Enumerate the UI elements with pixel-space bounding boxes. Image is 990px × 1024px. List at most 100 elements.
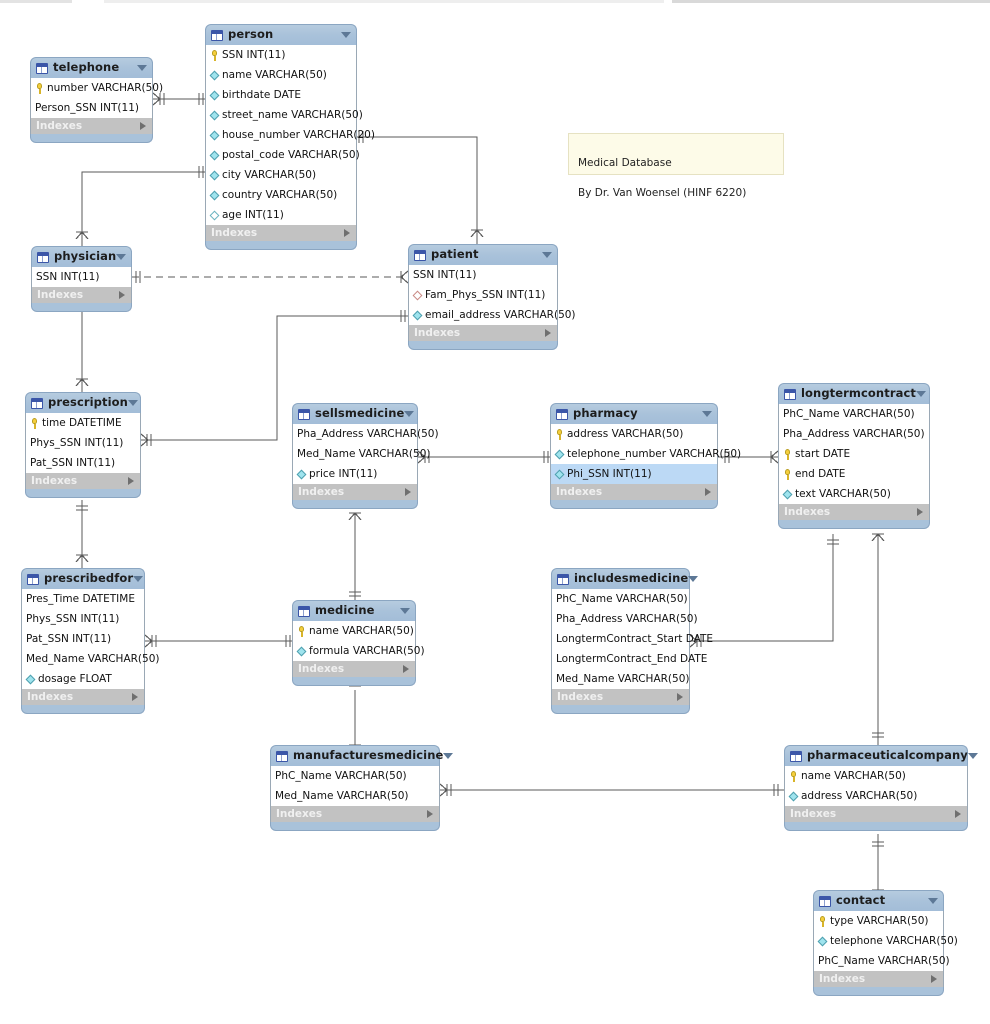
table-row[interactable]: postal_code VARCHAR(50) xyxy=(206,145,360,165)
table-row[interactable]: start DATE xyxy=(779,444,929,464)
indexes-section-person[interactable]: Indexes xyxy=(205,225,357,241)
table-header-includesmedicine[interactable]: includesmedicine xyxy=(551,568,699,589)
indexes-section-prescribedfor[interactable]: Indexes xyxy=(21,689,145,705)
chevron-right-icon[interactable] xyxy=(705,488,711,496)
table-row[interactable]: name VARCHAR(50) xyxy=(206,65,356,85)
chevron-down-icon[interactable] xyxy=(137,65,147,71)
table-row[interactable]: PhC_Name VARCHAR(50) xyxy=(271,766,439,786)
chevron-down-icon[interactable] xyxy=(928,898,938,904)
table-row[interactable]: SSN INT(11) xyxy=(32,267,131,287)
table-row[interactable]: telephone_number VARCHAR(50) xyxy=(551,444,741,464)
table-row[interactable]: SSN INT(11) xyxy=(206,45,356,65)
table-row[interactable]: Med_Name VARCHAR(50) xyxy=(552,669,689,689)
chevron-right-icon[interactable] xyxy=(917,508,923,516)
table-row[interactable]: PhC_Name VARCHAR(50) xyxy=(552,589,689,609)
table-row[interactable]: Phys_SSN INT(11) xyxy=(22,609,144,629)
table-row[interactable]: Fam_Phys_SSN INT(11) xyxy=(409,285,557,305)
table-row[interactable]: birthdate DATE xyxy=(206,85,356,105)
table-row[interactable]: Person_SSN INT(11) xyxy=(31,98,152,118)
table-row[interactable]: Med_Name VARCHAR(50) xyxy=(271,786,439,806)
table-row[interactable]: address VARCHAR(50) xyxy=(551,424,717,444)
table-row[interactable]: age INT(11) xyxy=(206,205,356,225)
chevron-down-icon[interactable] xyxy=(116,254,127,260)
table-row[interactable]: end DATE xyxy=(779,464,929,484)
table-row[interactable]: street_name VARCHAR(50) xyxy=(206,105,363,125)
table-header-telephone[interactable]: telephone xyxy=(30,57,153,78)
table-header-prescribedfor[interactable]: prescribedfor xyxy=(21,568,145,589)
table-header-patient[interactable]: patient xyxy=(408,244,558,265)
table-row[interactable]: Med_Name VARCHAR(50) xyxy=(22,649,159,669)
chevron-down-icon[interactable] xyxy=(404,411,415,417)
table-row[interactable]: telephone VARCHAR(50) xyxy=(814,931,958,951)
chevron-right-icon[interactable] xyxy=(119,291,125,299)
chevron-down-icon[interactable] xyxy=(341,32,351,38)
table-row[interactable]: name VARCHAR(50) xyxy=(785,766,967,786)
table-row[interactable]: Pat_SSN INT(11) xyxy=(26,453,140,473)
chevron-right-icon[interactable] xyxy=(132,693,138,701)
indexes-section-pharmaceuticalcompany[interactable]: Indexes xyxy=(784,806,968,822)
chevron-right-icon[interactable] xyxy=(344,229,350,237)
table-row[interactable]: text VARCHAR(50) xyxy=(779,484,929,504)
table-header-manufacturesmedicine[interactable]: manufacturesmedicine xyxy=(270,745,454,766)
table-row[interactable]: dosage FLOAT xyxy=(22,669,144,689)
chevron-right-icon[interactable] xyxy=(140,122,146,130)
table-row[interactable]: address VARCHAR(50) xyxy=(785,786,967,806)
chevron-right-icon[interactable] xyxy=(427,810,433,818)
table-header-medicine[interactable]: medicine xyxy=(292,600,416,621)
table-row[interactable]: number VARCHAR(50) xyxy=(31,78,163,98)
table-row[interactable]: Pha_Address VARCHAR(50) xyxy=(293,424,439,444)
table-row[interactable]: SSN INT(11) xyxy=(409,265,557,285)
indexes-section-prescription[interactable]: Indexes xyxy=(25,473,141,489)
table-row[interactable]: Pha_Address VARCHAR(50) xyxy=(779,424,929,444)
indexes-section-includesmedicine[interactable]: Indexes xyxy=(551,689,690,705)
indexes-section-manufacturesmedicine[interactable]: Indexes xyxy=(270,806,440,822)
table-row[interactable]: formula VARCHAR(50) xyxy=(293,641,425,661)
table-row[interactable]: Pres_Time DATETIME xyxy=(22,589,144,609)
indexes-section-patient[interactable]: Indexes xyxy=(408,325,558,341)
table-row[interactable]: house_number VARCHAR(20) xyxy=(206,125,375,145)
table-row[interactable]: PhC_Name VARCHAR(50) xyxy=(814,951,950,971)
indexes-section-physician[interactable]: Indexes xyxy=(31,287,132,303)
table-row[interactable]: time DATETIME xyxy=(26,413,140,433)
table-row[interactable]: name VARCHAR(50) xyxy=(293,621,415,641)
chevron-down-icon[interactable] xyxy=(688,576,699,582)
chevron-down-icon[interactable] xyxy=(542,252,552,258)
table-header-physician[interactable]: physician xyxy=(31,246,132,267)
table-row[interactable]: Phi_SSN INT(11) xyxy=(551,464,717,484)
chevron-right-icon[interactable] xyxy=(931,975,937,983)
chevron-down-icon[interactable] xyxy=(133,576,144,582)
chevron-down-icon[interactable] xyxy=(915,391,926,397)
table-row[interactable]: Med_Name VARCHAR(50) xyxy=(293,444,430,464)
chevron-right-icon[interactable] xyxy=(677,693,683,701)
chevron-right-icon[interactable] xyxy=(403,665,409,673)
table-header-pharmaceuticalcompany[interactable]: pharmaceuticalcompany xyxy=(784,745,978,766)
chevron-down-icon[interactable] xyxy=(400,608,410,614)
table-row[interactable]: city VARCHAR(50) xyxy=(206,165,356,185)
chevron-down-icon[interactable] xyxy=(702,411,712,417)
table-header-contact[interactable]: contact xyxy=(813,890,944,911)
indexes-section-telephone[interactable]: Indexes xyxy=(30,118,153,134)
table-row[interactable]: LongtermContract_End DATE xyxy=(552,649,707,669)
table-header-prescription[interactable]: prescription xyxy=(25,392,141,413)
indexes-section-sellsmedicine[interactable]: Indexes xyxy=(292,484,418,500)
indexes-section-contact[interactable]: Indexes xyxy=(813,971,944,987)
chevron-right-icon[interactable] xyxy=(405,488,411,496)
table-row[interactable]: Pha_Address VARCHAR(50) xyxy=(552,609,698,629)
indexes-section-longtermcontract[interactable]: Indexes xyxy=(778,504,930,520)
table-row[interactable]: Pat_SSN INT(11) xyxy=(22,629,144,649)
table-row[interactable]: price INT(11) xyxy=(293,464,417,484)
chevron-right-icon[interactable] xyxy=(545,329,551,337)
chevron-right-icon[interactable] xyxy=(955,810,961,818)
